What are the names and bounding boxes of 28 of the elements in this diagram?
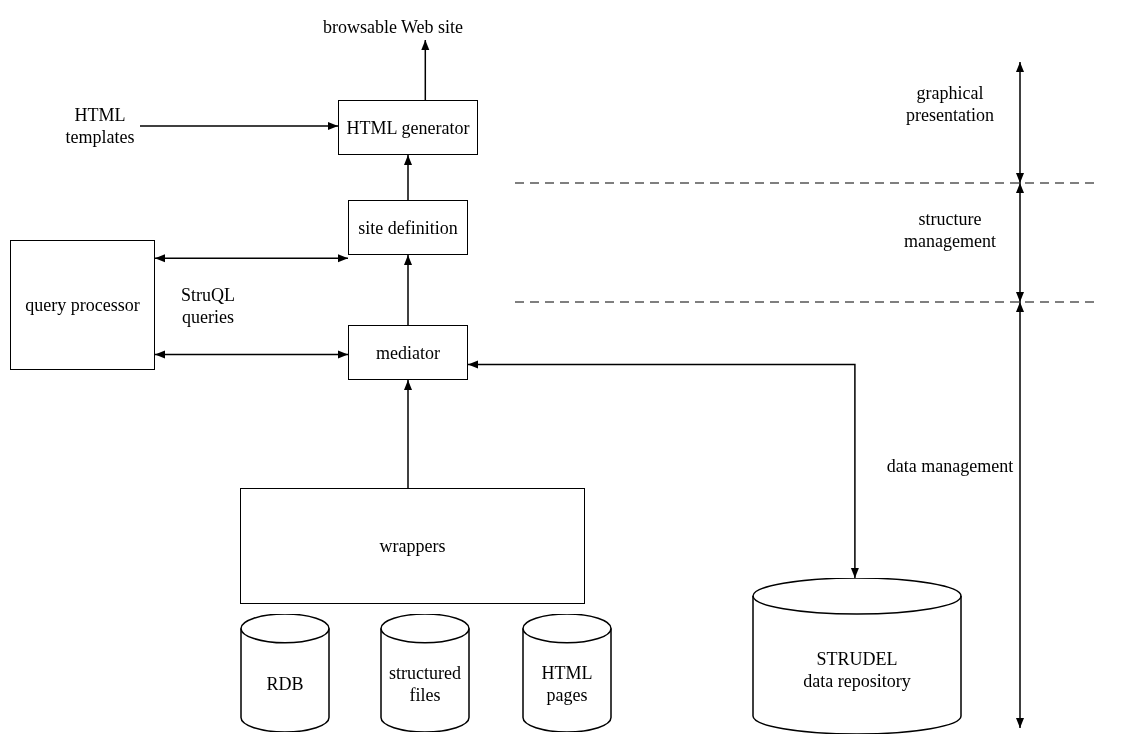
node-label: STRUDEL <box>816 647 898 670</box>
process-box: wrappers <box>240 488 585 604</box>
arrow <box>154 350 349 359</box>
node-label: structured files <box>388 661 462 706</box>
database-cylinder <box>522 614 612 732</box>
arrow <box>154 254 349 263</box>
process-box: mediator <box>348 325 468 380</box>
arrow <box>421 39 430 101</box>
database-cylinder <box>752 578 962 734</box>
layer-label: graphical presentation <box>905 82 995 126</box>
layer-label: structure management <box>903 208 997 252</box>
process-box: HTML generator <box>338 100 478 155</box>
arrow <box>404 254 412 326</box>
process-box: query processor <box>10 240 155 370</box>
process-box: site definition <box>348 200 468 255</box>
note-text: StruQL queries <box>180 284 236 328</box>
database-cylinder <box>380 614 470 732</box>
node-label: data repository <box>803 669 911 692</box>
layer-label: data management <box>885 455 1015 477</box>
node-text: HTML templates <box>60 102 140 150</box>
arrow <box>467 360 859 579</box>
node-label: RDB <box>266 672 304 695</box>
node-text: browsable Web site <box>308 14 478 40</box>
arrow <box>404 379 412 489</box>
database-cylinder <box>240 614 330 732</box>
node-label: HTML pages <box>540 661 594 706</box>
arrow <box>139 122 339 130</box>
arrow <box>404 154 412 201</box>
